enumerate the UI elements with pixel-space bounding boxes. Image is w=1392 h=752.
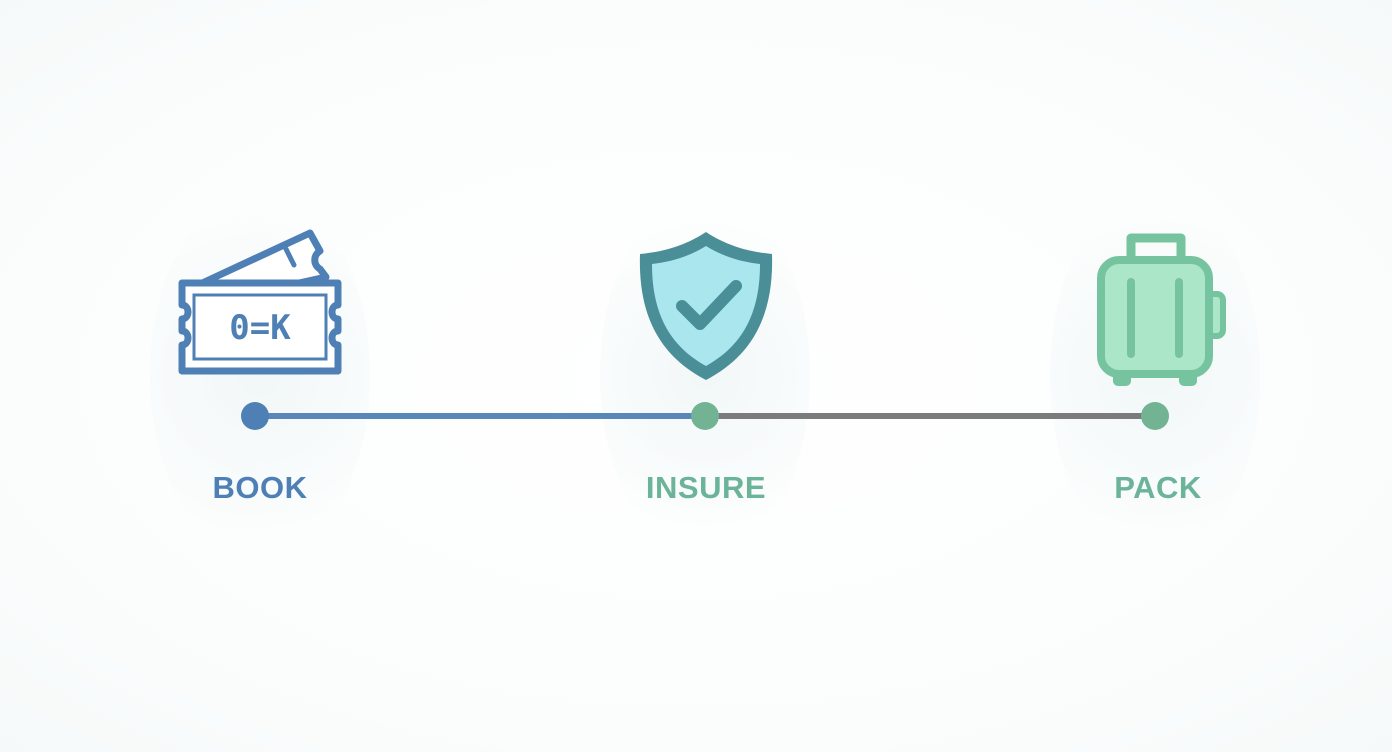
step-label-insure: INSURE xyxy=(645,470,767,505)
shield-check-icon xyxy=(639,232,773,380)
suitcase-icon xyxy=(1097,233,1226,386)
step-label-pack: PACK xyxy=(1114,470,1202,505)
ticket-text: 0=K xyxy=(229,308,291,348)
step-halo-book xyxy=(150,190,370,560)
timeline-node-pack xyxy=(1141,402,1169,430)
timeline-node-book xyxy=(241,402,269,430)
step-label-book: BOOK xyxy=(212,470,308,505)
ticket-icon: 0=K xyxy=(178,229,342,375)
timeline-node-insure xyxy=(691,402,719,430)
